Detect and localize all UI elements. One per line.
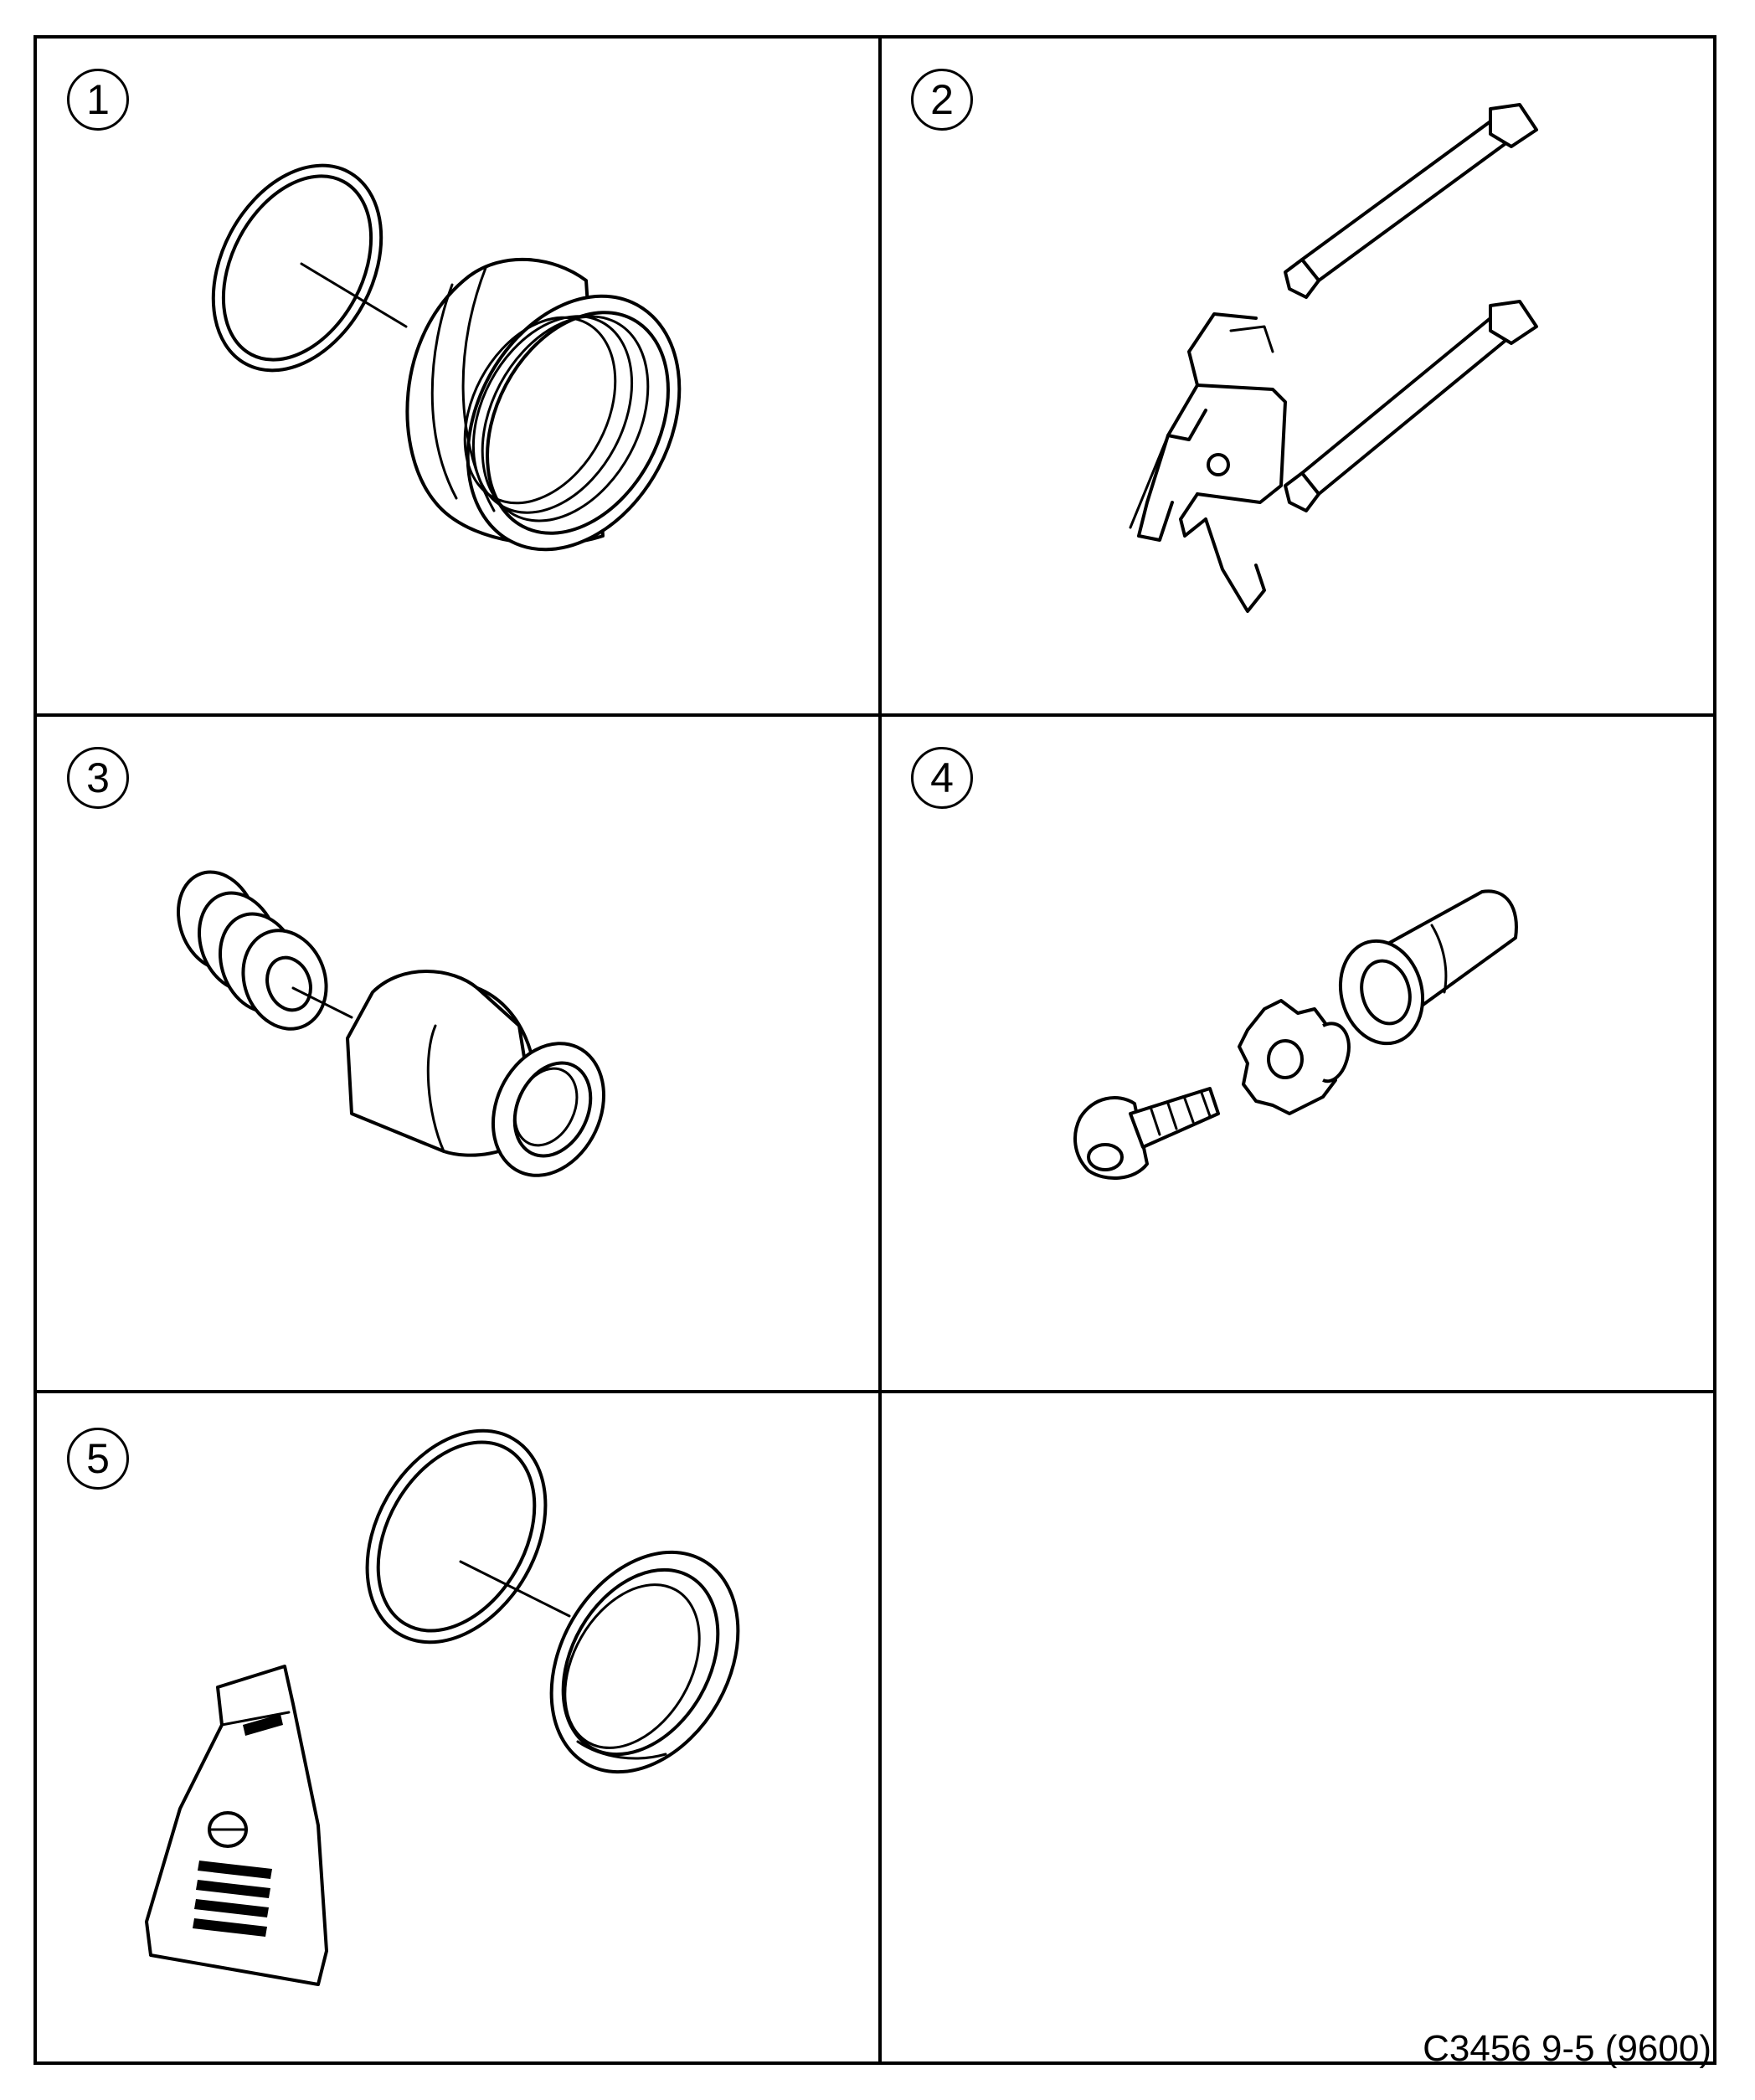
panel-4-star-nut xyxy=(1238,999,1351,1115)
panel-5-seal-ring xyxy=(365,1428,548,1644)
panel-3-number: 3 xyxy=(86,754,110,801)
panel-4-number-badge: 4 xyxy=(911,747,973,809)
panel-1-number-badge: 1 xyxy=(67,69,129,131)
panel-grid xyxy=(33,35,1716,2065)
panel-3-number-badge: 3 xyxy=(67,747,129,809)
panel-2-guide-pin-lower xyxy=(1284,300,1538,512)
panel-1-illustration xyxy=(211,163,682,552)
panel-2-number: 2 xyxy=(930,76,954,123)
panel-3-illustration xyxy=(176,870,606,1177)
panel-2-illustration xyxy=(1129,103,1538,613)
panel-5-number-badge: 5 xyxy=(67,1428,129,1490)
panel-2-guide-pin-upper xyxy=(1284,103,1538,299)
grid-divider-vertical xyxy=(878,39,882,2061)
grid-divider-horizontal-1 xyxy=(37,713,1713,717)
panel-4-number: 4 xyxy=(930,754,954,801)
panel-1-leader-line xyxy=(300,262,408,328)
panel-1-dust-boot xyxy=(405,257,682,552)
panel-5-leader-line xyxy=(459,1560,571,1618)
panel-4-illustration xyxy=(1073,889,1518,1180)
panel-1-seal-ring xyxy=(211,163,383,373)
panel-1-number: 1 xyxy=(86,76,110,123)
figure-reference-code: C3456 9-5 (9600) xyxy=(1423,2028,1711,2069)
panel-4-cap xyxy=(1338,889,1518,1046)
panel-2-number-badge: 2 xyxy=(911,69,973,131)
panel-3-leader-line xyxy=(291,986,353,1019)
panel-4-bolt xyxy=(1073,1087,1220,1180)
panel-5-illustration xyxy=(145,1428,740,1986)
panel-5-number: 5 xyxy=(86,1435,110,1482)
panel-5-grease-sachet xyxy=(145,1665,328,1986)
panel-3-grommet xyxy=(176,870,328,1031)
panel-2-retaining-clip xyxy=(1129,312,1287,613)
panel-5-dust-boot xyxy=(549,1550,740,1774)
panel-3-cap-sleeve xyxy=(346,970,606,1177)
grid-divider-horizontal-2 xyxy=(37,1390,1713,1393)
